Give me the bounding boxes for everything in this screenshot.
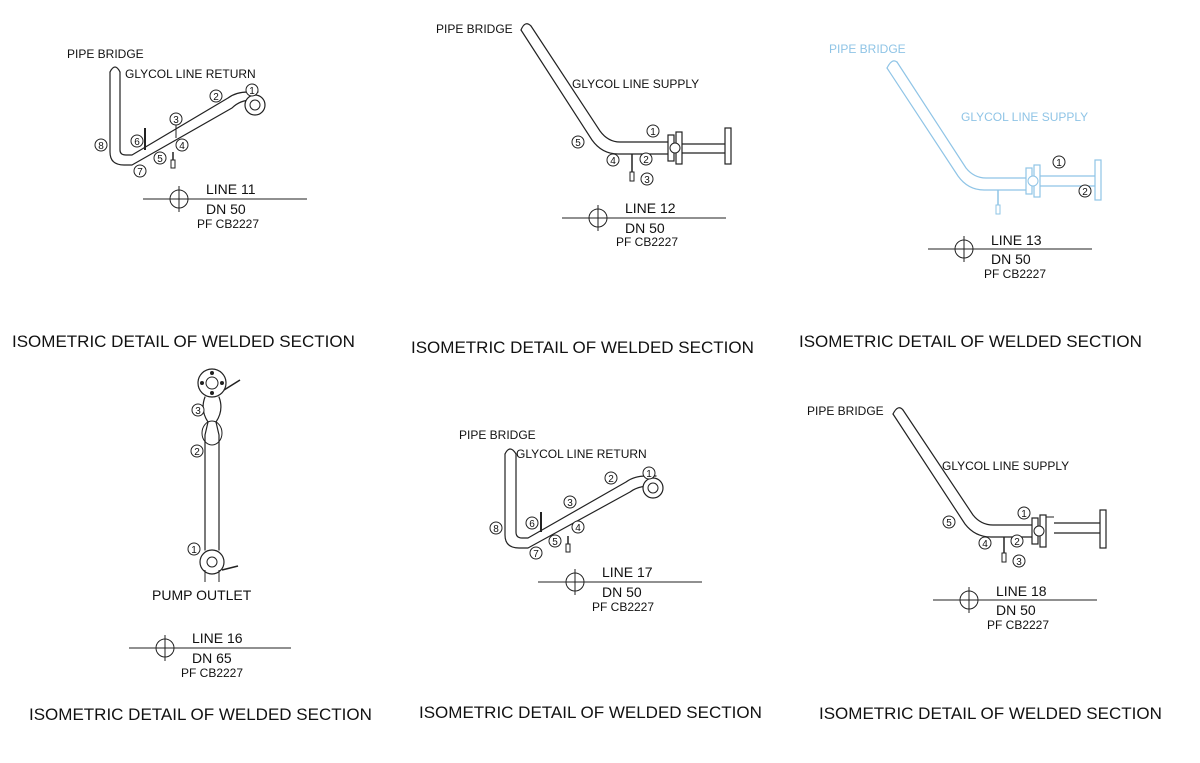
weld-tag: 3 <box>567 498 573 509</box>
weld-tags: 3 2 1 <box>187 403 205 556</box>
weld-tag: 6 <box>134 137 140 148</box>
nominal-diameter: DN 50 <box>625 220 665 236</box>
nominal-diameter: DN 50 <box>991 251 1031 267</box>
weld-tag: 8 <box>493 524 499 535</box>
detail-line-11: PIPE BRIDGE GLYCOL LINE RETURN 1 2 3 4 5… <box>12 47 355 351</box>
weld-tag: 2 <box>194 447 200 458</box>
line-callout: LINE 18 DN 50 PF CB2227 <box>933 583 1097 632</box>
glycol-line-label: GLYCOL LINE SUPPLY <box>961 110 1088 124</box>
weld-tags: 1 2 3 4 5 6 7 8 <box>489 466 656 560</box>
pf-reference: PF CB2227 <box>987 618 1049 632</box>
pump-outlet-label: PUMP OUTLET <box>152 587 252 603</box>
pipe-geometry <box>197 368 241 582</box>
weld-tag: 3 <box>644 175 650 186</box>
weld-tag: 8 <box>98 141 104 152</box>
weld-tag: 2 <box>643 155 649 166</box>
detail-caption: ISOMETRIC DETAIL OF WELDED SECTION <box>799 332 1142 351</box>
weld-tag: 1 <box>191 545 197 556</box>
pipe-geometry <box>109 66 266 169</box>
line-number: LINE 16 <box>192 630 243 646</box>
pf-reference: PF CB2227 <box>984 267 1046 281</box>
nominal-diameter: DN 50 <box>602 584 642 600</box>
pf-reference: PF CB2227 <box>197 217 259 231</box>
detail-caption: ISOMETRIC DETAIL OF WELDED SECTION <box>29 705 372 724</box>
weld-tag: 3 <box>195 406 201 417</box>
detail-caption: ISOMETRIC DETAIL OF WELDED SECTION <box>419 703 762 722</box>
glycol-line-label: GLYCOL LINE RETURN <box>516 447 647 461</box>
pipe-bridge-label: PIPE BRIDGE <box>829 42 906 56</box>
nominal-diameter: DN 50 <box>996 602 1036 618</box>
detail-caption: ISOMETRIC DETAIL OF WELDED SECTION <box>12 332 355 351</box>
weld-tag: 4 <box>179 141 185 152</box>
line-callout: LINE 13 DN 50 PF CB2227 <box>928 232 1092 281</box>
detail-line-13: PIPE BRIDGE GLYCOL LINE SUPPLY 1 2 LINE … <box>799 42 1142 351</box>
line-callout: LINE 16 DN 65 PF CB2227 <box>129 630 291 680</box>
weld-tag: 5 <box>157 154 163 165</box>
weld-tag: 7 <box>137 167 143 178</box>
glycol-line-label: GLYCOL LINE SUPPLY <box>942 459 1069 473</box>
drain-stub <box>1001 537 1007 563</box>
pipe-bridge-label: PIPE BRIDGE <box>807 404 884 418</box>
glycol-line-label: GLYCOL LINE SUPPLY <box>572 77 699 91</box>
weld-tag: 5 <box>575 138 581 149</box>
pipe-bridge-label: PIPE BRIDGE <box>436 22 513 36</box>
line-callout: LINE 11 DN 50 PF CB2227 <box>143 181 307 231</box>
detail-line-12: PIPE BRIDGE GLYCOL LINE SUPPLY 1 2 3 4 5… <box>411 22 754 357</box>
detail-caption: ISOMETRIC DETAIL OF WELDED SECTION <box>819 704 1162 723</box>
weld-tag: 2 <box>213 92 219 103</box>
weld-tag: 1 <box>1021 509 1027 520</box>
nominal-diameter: DN 65 <box>192 650 232 666</box>
pf-reference: PF CB2227 <box>616 235 678 249</box>
detail-caption: ISOMETRIC DETAIL OF WELDED SECTION <box>411 338 754 357</box>
line-number: LINE 13 <box>991 232 1042 248</box>
pf-reference: PF CB2227 <box>181 666 243 680</box>
line-number: LINE 17 <box>602 564 653 580</box>
weld-tag: 4 <box>982 539 988 550</box>
glycol-line-label: GLYCOL LINE RETURN <box>125 67 256 81</box>
weld-tags: 1 2 3 4 5 <box>942 506 1031 568</box>
weld-tag: 1 <box>646 469 652 480</box>
detail-line-17: PIPE BRIDGE GLYCOL LINE RETURN 1 2 3 4 5… <box>419 428 762 722</box>
pipe-bridge-label: PIPE BRIDGE <box>67 47 144 61</box>
pipe-geometry <box>504 448 664 553</box>
weld-tag: 7 <box>533 549 539 560</box>
pf-reference: PF CB2227 <box>592 600 654 614</box>
pipe-geometry <box>886 60 1102 215</box>
nominal-diameter: DN 50 <box>206 201 246 217</box>
pipe-geometry <box>520 23 732 182</box>
weld-tags: 1 2 3 4 5 6 7 8 <box>94 83 259 178</box>
detail-line-16: 3 2 1 PUMP OUTLET LINE 16 DN 65 PF CB222… <box>29 368 372 724</box>
weld-tag: 5 <box>552 537 558 548</box>
detail-line-18: PIPE BRIDGE GLYCOL LINE SUPPLY 1 2 3 4 5… <box>807 404 1162 723</box>
weld-tag: 1 <box>650 127 656 138</box>
weld-tag: 6 <box>529 519 535 530</box>
pipe-geometry <box>892 407 1054 548</box>
pipe-extension <box>1054 509 1107 549</box>
weld-tag: 2 <box>1082 187 1088 198</box>
weld-tag: 5 <box>946 518 952 529</box>
weld-tags: 1 2 <box>1052 155 1092 198</box>
line-number: LINE 11 <box>206 181 256 197</box>
pipe-bridge-label: PIPE BRIDGE <box>459 428 536 442</box>
line-callout: LINE 17 DN 50 PF CB2227 <box>538 564 702 614</box>
weld-tag: 2 <box>608 474 614 485</box>
weld-tags: 1 2 3 4 5 <box>571 124 660 186</box>
weld-tag: 4 <box>610 156 616 167</box>
line-number: LINE 12 <box>625 200 676 216</box>
weld-tag: 1 <box>249 86 255 97</box>
line-number: LINE 18 <box>996 583 1047 599</box>
weld-tag: 4 <box>575 523 581 534</box>
weld-tag: 1 <box>1056 158 1062 169</box>
line-callout: LINE 12 DN 50 PF CB2227 <box>562 200 726 249</box>
weld-tag: 2 <box>1014 537 1020 548</box>
weld-tag: 3 <box>173 115 179 126</box>
weld-tag: 3 <box>1016 557 1022 568</box>
